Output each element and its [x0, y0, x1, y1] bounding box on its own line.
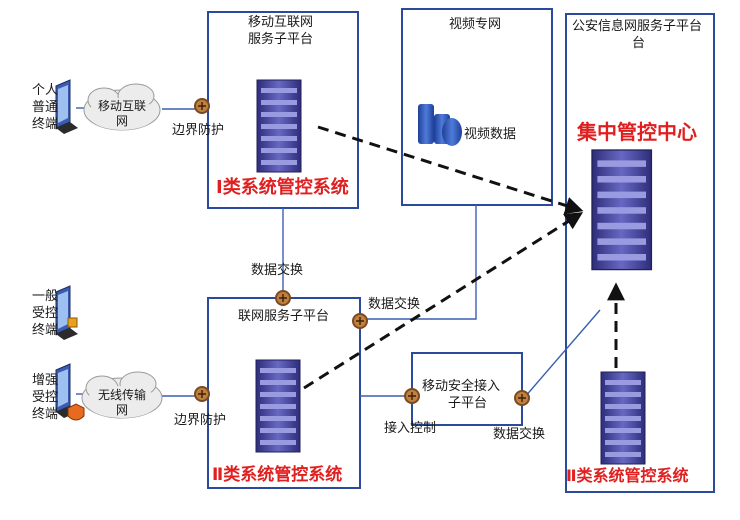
cloud-wireless-label: 无线传输网: [97, 388, 146, 417]
border-gateway-bottom-icon: [193, 385, 211, 403]
shield-icon: [67, 403, 85, 421]
personal-terminal-icon: [55, 79, 79, 135]
class2-server-icon: [600, 371, 646, 465]
network-system-label: Ⅱ类系统管控系统: [212, 465, 343, 485]
exchange-label-mid: 数据交换: [251, 263, 304, 278]
solid-links: [76, 107, 601, 399]
border-gateway-top-icon: [193, 97, 211, 115]
central-control-label: 集中管控中心: [577, 120, 697, 144]
video-database-icon: [418, 104, 462, 146]
network-platform-title: 联网服务子平台: [238, 309, 330, 324]
exchange-label-access: 数据交换: [493, 427, 546, 442]
dashed-links: [303, 125, 625, 390]
access-platform-title-2: 子平台: [448, 396, 488, 411]
general-terminal-icon: [55, 285, 79, 341]
mobile-server-icon: [256, 79, 302, 173]
video-platform-title: 视频专网: [449, 17, 502, 32]
cloud-wireless: [81, 371, 163, 419]
mobile-system-label: Ⅰ类系统管控系统: [216, 177, 349, 198]
police-platform-title-2: 台: [632, 36, 646, 51]
cloud-mobile-internet: [83, 83, 161, 131]
central-server-icon: [591, 149, 653, 271]
border-label-top: 边界防护: [172, 123, 225, 138]
police-platform-title-1: 公安信息网服务子平台: [572, 19, 703, 34]
video-platform-box: [401, 8, 553, 206]
access-platform-title-1: 移动安全接入: [422, 379, 501, 394]
exchange-node-access-icon: [513, 389, 531, 407]
lock-icon: [67, 317, 78, 328]
mobile-platform-title-1: 移动互联网: [248, 15, 314, 30]
personal-terminal-label: 个人 普通 终端: [32, 83, 59, 132]
network-server-icon: [255, 359, 301, 453]
exchange-node-network-icon: [351, 312, 369, 330]
video-data-label: 视频数据: [464, 127, 517, 142]
exchange-label-network: 数据交换: [368, 297, 421, 312]
general-terminal-label: 一般 受控 终端: [32, 289, 59, 338]
cloud-mobile-label: 移动互联网: [97, 99, 146, 128]
exchange-node-mid-icon: [274, 289, 292, 307]
police-system-label: Ⅱ类系统管控系统: [566, 466, 689, 485]
border-label-bottom: 边界防护: [174, 413, 227, 428]
enhanced-terminal-label: 增强 受控 终端: [32, 373, 59, 422]
access-control-label: 接入控制: [384, 421, 437, 436]
police-platform-box: [565, 13, 715, 493]
access-node-icon: [403, 387, 421, 405]
mobile-platform-title-2: 服务子平台: [248, 32, 314, 47]
